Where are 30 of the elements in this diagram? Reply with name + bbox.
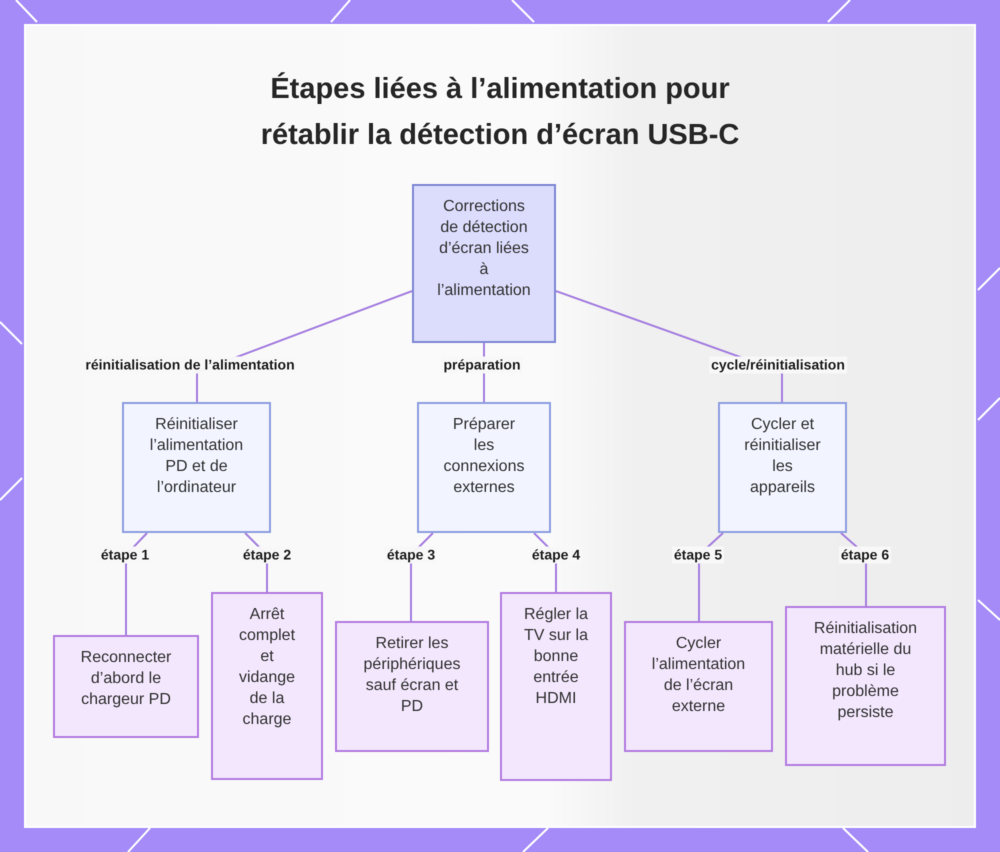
node-text: Corrections de détection d’écran liées à l’alimentation (436, 197, 532, 301)
node-text: Régler la TV sur la bonne entrée HDMI (522, 605, 590, 709)
step-box (53, 635, 199, 738)
node-text: Reconnecter d’abord le chargeur PD (80, 648, 172, 710)
step-box (624, 621, 773, 752)
step-box (500, 592, 612, 781)
edge-label: réinitialisation de l’alimentation (83, 356, 297, 374)
edge-label: étape 6 (838, 546, 892, 564)
category-box (122, 402, 271, 533)
edge-label: préparation (442, 356, 522, 374)
node-text: Retirer les périphériques sauf écran et PD (362, 634, 462, 717)
node-text: Arrêt complet et vidange de la charge (238, 605, 296, 730)
step-box (335, 621, 489, 752)
diagram-title: Étapes liées à l’alimentation pour rétablir la détection d’écran USB-C (260, 71, 740, 153)
category-box (417, 402, 551, 533)
node-text: Réinitialiser l’alimentation PD et de l’ordinateur (148, 415, 244, 498)
category-box (718, 402, 847, 533)
node-text: Réinitialisation matérielle du hub si le problème persiste (812, 619, 918, 723)
edge-label: étape 4 (530, 546, 582, 564)
edge-label: étape 1 (98, 546, 152, 564)
step-box (785, 606, 946, 766)
edge-label: cycle/réinitialisation (709, 356, 847, 374)
node-text: Cycler l’alimentation de l’écran externe (650, 634, 746, 717)
edge-label: étape 2 (240, 546, 294, 564)
topic-box (412, 184, 556, 343)
node-text: Préparer les connexions externes (442, 415, 526, 498)
node-text: Cycler et réinitialiser les appareils (743, 415, 822, 498)
edge-label: étape 3 (384, 546, 438, 564)
edge-label: étape 5 (672, 546, 724, 564)
step-box (211, 592, 323, 780)
